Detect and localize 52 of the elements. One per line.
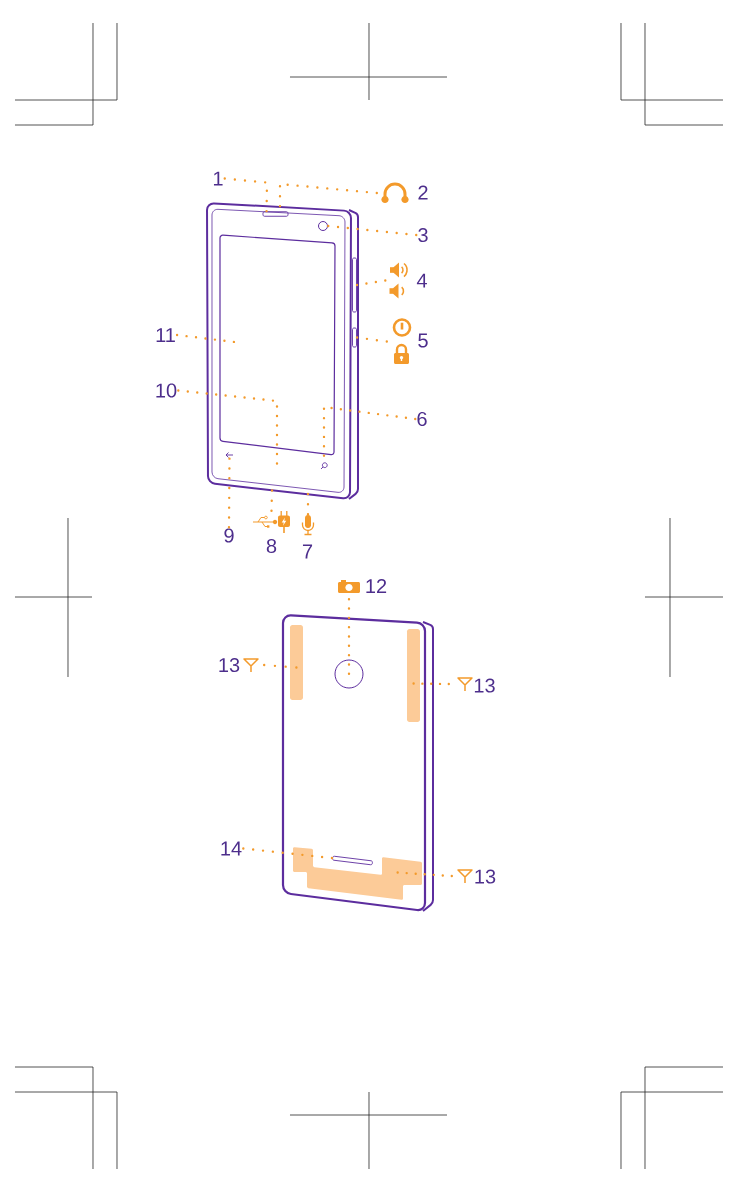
callout-number: 3 [418,227,428,243]
leader-line [175,333,236,344]
microphone-icon [301,515,315,536]
search-icon [320,462,328,470]
earpiece-slot [262,211,289,217]
antenna-icon [243,658,259,673]
callout-number: 9 [224,528,234,543]
leader-line [242,847,334,860]
leader-line [263,663,298,669]
callout-number: 5 [418,333,428,348]
callout-number: 10 [156,383,177,398]
callout-number: 6 [417,411,427,427]
back-arrow-icon [225,452,234,458]
leader-line [223,177,269,213]
leader-line [270,489,274,512]
microphone-slot [332,855,373,866]
leader-line [306,492,310,516]
callout-number: 12 [366,579,387,593]
phone-body [281,614,434,912]
leader-line [412,682,450,686]
leader-line [278,182,378,208]
leader-line [396,871,453,878]
volume-key [352,257,357,313]
callout-number: 4 [416,273,427,288]
leader-line [177,389,279,466]
callout-number: 13 [219,657,240,673]
power-key [352,327,357,348]
leader-line [326,224,418,237]
screen [219,234,336,456]
phone-body [206,202,359,500]
callout-number: 7 [302,544,313,559]
headphones-icon [381,182,409,204]
camera-lens [334,659,364,689]
camera-lens [318,221,328,231]
antenna-area [290,625,303,700]
antenna-area [407,629,420,722]
callout-number: 2 [418,185,428,200]
leader-line [347,598,351,676]
antenna-area [293,847,422,900]
leader-line [355,336,388,343]
antenna-icon [457,869,473,884]
callout-number: 8 [266,538,277,554]
callout-number: 13 [474,678,495,693]
antenna-icon [457,677,473,692]
callout-number: 11 [156,328,175,342]
leader-line [227,457,231,529]
callout-number: 1 [213,171,223,186]
camera-icon [338,580,360,593]
callout-number: 13 [475,869,496,884]
callout-number: 14 [221,841,242,856]
leader-line [355,279,387,287]
leader-line [322,405,417,458]
